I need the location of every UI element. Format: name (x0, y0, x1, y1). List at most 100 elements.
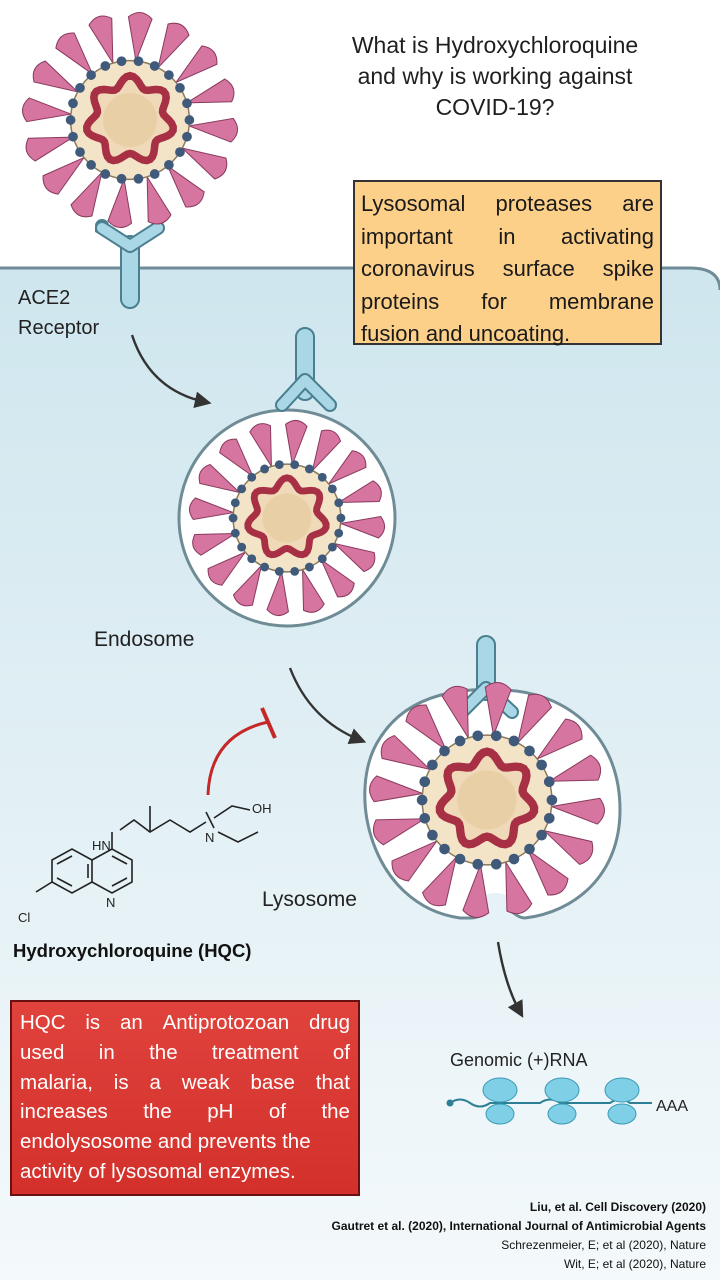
hqc-box-word: is (113, 1070, 129, 1094)
title-line-1: What is Hydroxychloroquine (351, 32, 639, 58)
membrane-protein (86, 160, 96, 170)
hqc-box-word: malaria, (20, 1070, 93, 1094)
spike-protein (285, 419, 308, 467)
hqc-box-word: in (98, 1040, 115, 1064)
info-box-line: fusion and uncoating. (361, 318, 654, 351)
membrane-protein (416, 794, 428, 806)
spike-protein (207, 550, 247, 586)
membrane-protein (247, 554, 257, 564)
spike-protein (302, 567, 325, 613)
membrane-protein (317, 472, 327, 482)
chem-n-amine-label: N (205, 830, 215, 845)
membrane-protein (419, 776, 431, 788)
membrane-protein (133, 56, 144, 67)
info-box-word: Lysosomal (361, 191, 466, 216)
page-title: What is Hydroxychloroquine and why is wo… (300, 30, 690, 123)
membrane-protein (175, 83, 185, 93)
spike-protein (232, 563, 263, 607)
membrane-protein (65, 115, 76, 125)
hqc-box-word: activity of lysosomal enzymes. (20, 1159, 296, 1183)
membrane-protein (164, 70, 174, 80)
membrane-protein (68, 98, 78, 109)
spike-protein (319, 558, 355, 598)
membrane-protein (490, 858, 502, 870)
membrane-protein (427, 829, 438, 841)
hqc-box-word: endolysosome and prevents the (20, 1130, 311, 1154)
arrow-to-endosome (130, 334, 212, 409)
ribosome-large-subunit (544, 1077, 580, 1103)
membrane-protein (133, 173, 144, 184)
hqc-box-word: used (20, 1040, 65, 1064)
membrane-protein (182, 98, 192, 109)
hqc-box-word: Antiprotozoan (162, 1011, 290, 1034)
info-box-word: surface (502, 256, 575, 281)
membrane-protein (230, 498, 240, 508)
spike-protein (146, 175, 172, 225)
ace2-label-line-1: ACE2 (18, 287, 71, 309)
membrane-protein (336, 513, 346, 523)
ace2-label-line-2: Receptor (18, 317, 100, 339)
ribosome-large-subunit (604, 1077, 640, 1103)
spike-protein (462, 862, 490, 918)
membrane-protein (260, 562, 270, 572)
membrane-protein (182, 131, 192, 142)
ace2-receptor-surface (95, 219, 165, 309)
hqc-box-word: treatment (211, 1040, 299, 1064)
reference-4: Wit, E; et al (2020), Nature (563, 1257, 706, 1271)
spike-protein (542, 829, 594, 866)
spike-protein (372, 818, 427, 846)
hqc-box-word: the (143, 1100, 172, 1124)
endosome-label: Endosome (94, 628, 195, 651)
spike-protein (25, 136, 75, 162)
membrane-protein (304, 562, 314, 572)
spike-protein (327, 450, 367, 486)
membrane-protein (419, 812, 431, 824)
hqc-box-word: drug (308, 1011, 350, 1034)
ribosome-small-subunit (485, 1103, 515, 1125)
membrane-protein (260, 464, 270, 474)
info-box-word: proteins (361, 288, 440, 314)
membrane-protein (524, 843, 535, 855)
spike-protein (185, 78, 235, 104)
info-box-word: activating (561, 223, 654, 249)
hqc-box-word: the (321, 1100, 350, 1124)
spike-protein (42, 156, 86, 195)
reference-2: Gautret et al. (2020), International Jou… (331, 1219, 706, 1233)
spike-protein (549, 797, 605, 825)
spike-protein (338, 516, 386, 539)
membrane-protein (290, 460, 300, 470)
spike-protein (157, 22, 190, 70)
arrow-to-rna (496, 941, 524, 1018)
membrane-protein (472, 730, 484, 742)
info-box-word: coronavirus (361, 256, 475, 281)
virus-in-lysosome (369, 682, 605, 918)
membrane-protein (86, 70, 96, 80)
spike-protein (535, 718, 583, 761)
spike-protein (88, 15, 114, 65)
membrane-protein (68, 131, 78, 142)
membrane-protein (327, 542, 337, 552)
chem-hn-label: HN (92, 838, 111, 853)
spike-protein (192, 533, 238, 556)
membrane-protein (334, 528, 344, 538)
membrane-protein (116, 173, 127, 184)
spike-protein (266, 569, 289, 617)
viral-core (103, 93, 157, 147)
hqc-box-word: a (149, 1070, 161, 1094)
spike-protein (32, 60, 80, 93)
membrane-protein (317, 554, 327, 564)
chem-cl-label: Cl (18, 910, 31, 925)
spike-protein (547, 754, 602, 782)
ace2-receptor-label: ACE2 Receptor (18, 283, 99, 343)
hqc-box-word: increases (20, 1100, 108, 1124)
hqc-box-word: pH (207, 1100, 234, 1124)
hqc-box-word: HQC (20, 1011, 66, 1034)
spike-protein (311, 429, 342, 473)
membrane-protein (454, 735, 466, 747)
membrane-protein (334, 498, 344, 508)
